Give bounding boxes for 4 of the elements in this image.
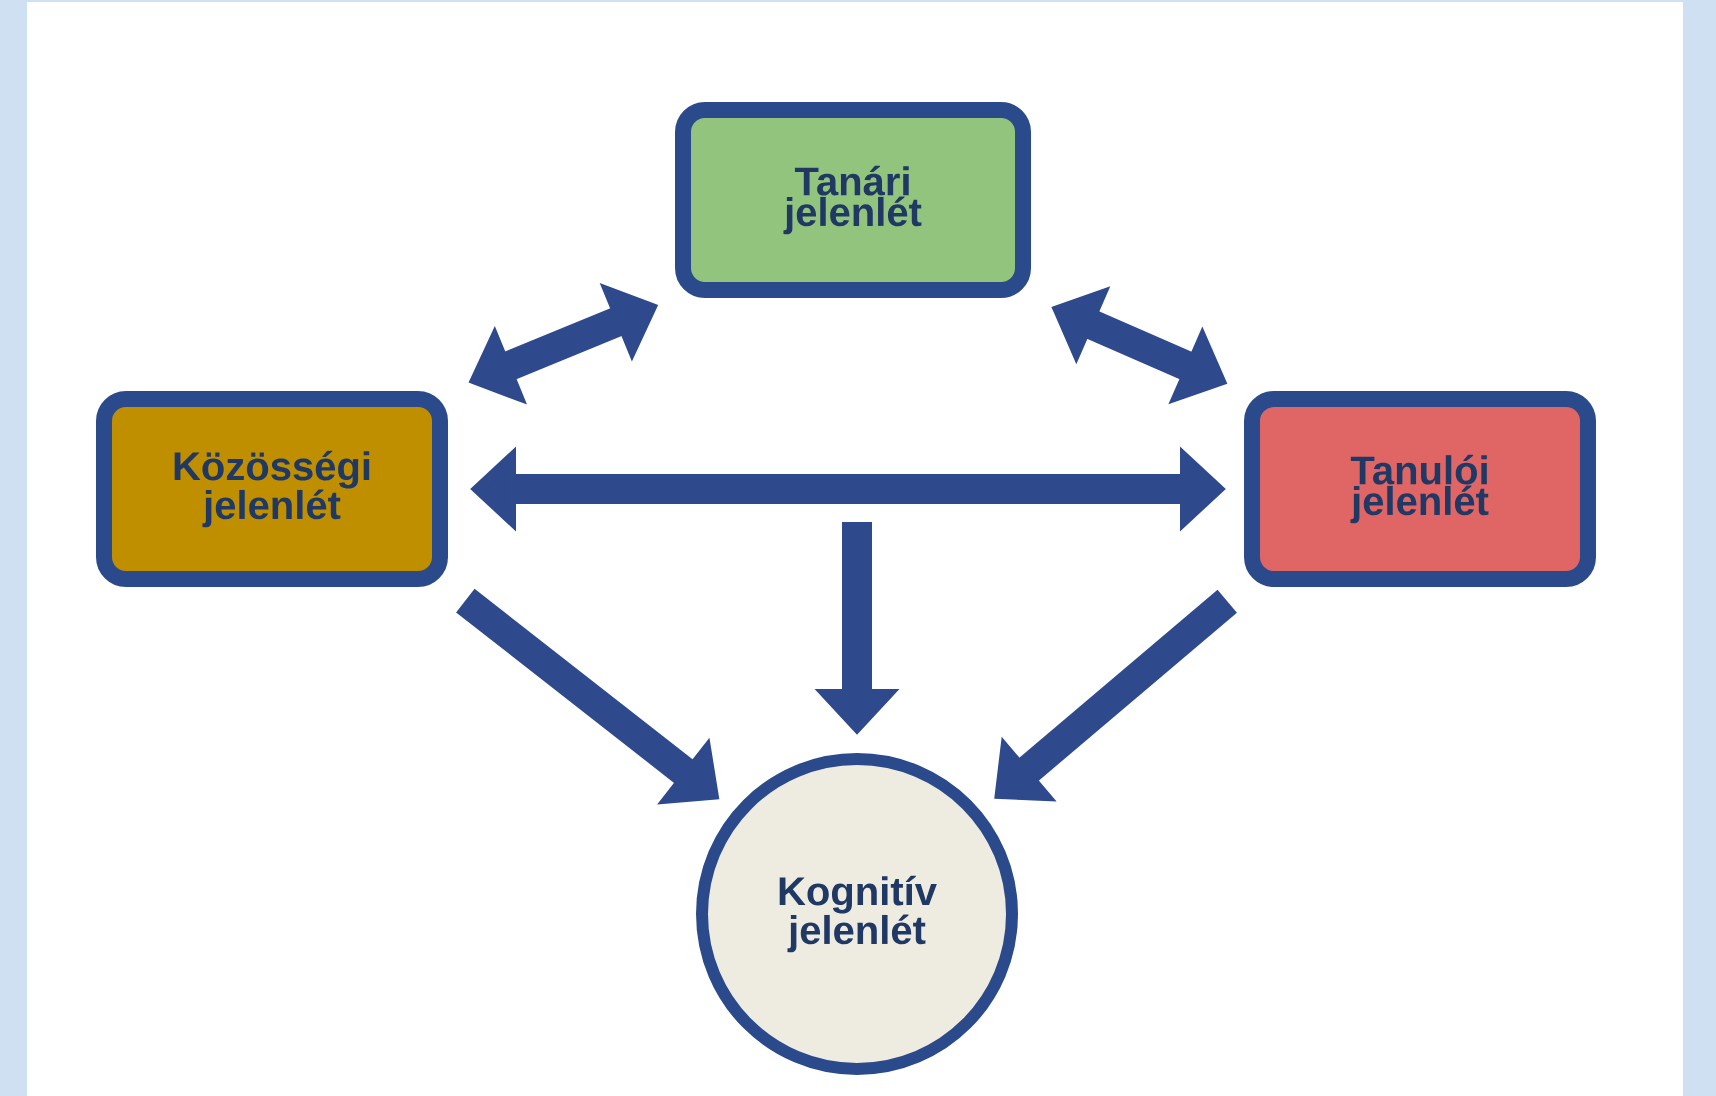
process-box: Közösségi jelenlét: [96, 391, 448, 587]
arrow: [994, 589, 1237, 802]
process-box: Tanári jelenlét: [675, 102, 1031, 298]
process-box: Tanulói jelenlét: [1244, 391, 1596, 587]
